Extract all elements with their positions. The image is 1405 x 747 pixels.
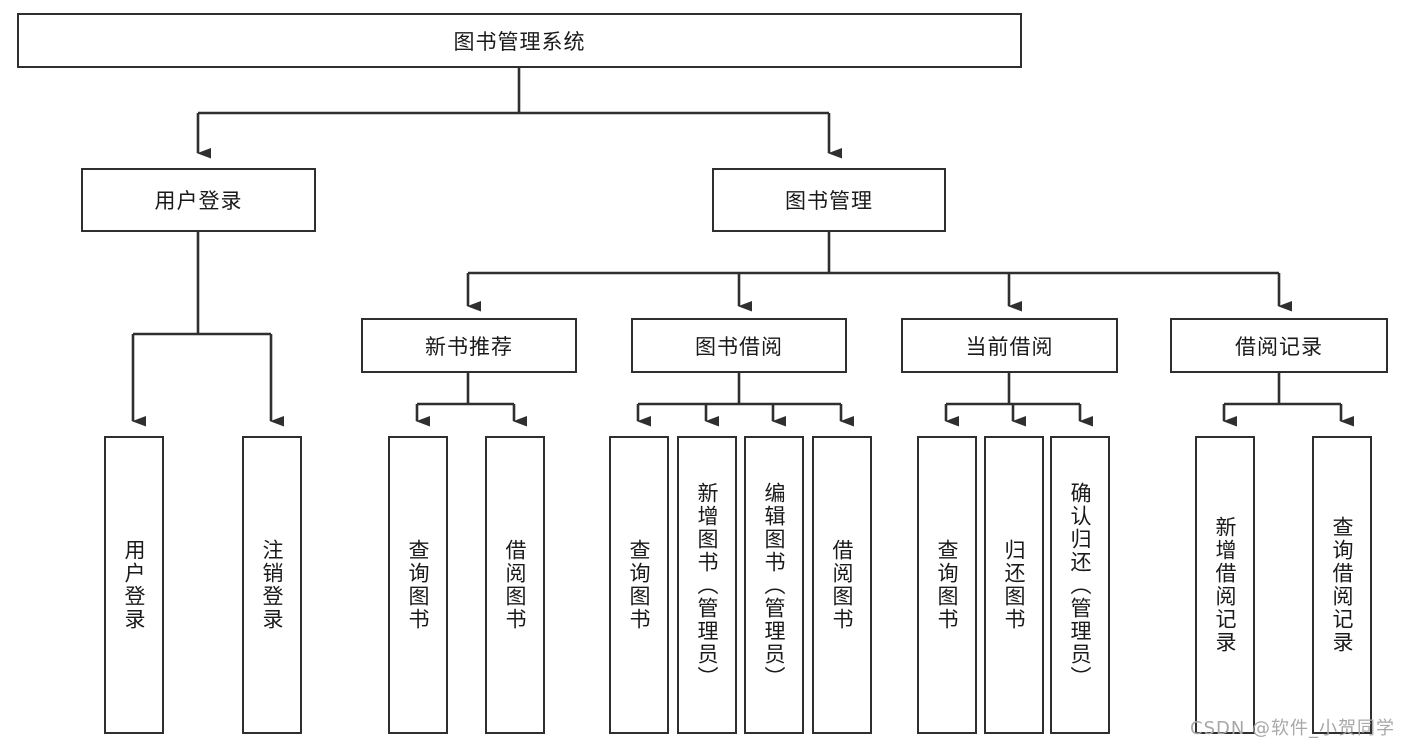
node-book-management-label: 图书管理: [785, 189, 873, 213]
leaf-borrow-lend-book[interactable]: 借阅图书: [812, 436, 872, 734]
csdn-watermark: CSDN @软件_小贺同学: [1190, 718, 1396, 739]
leaf-current-query-book[interactable]: 查询图书: [917, 436, 977, 734]
node-book-management[interactable]: 图书管理: [712, 168, 946, 232]
leaf-records-add-record[interactable]: 新增借阅记录: [1195, 436, 1255, 734]
leaf-user-logout-label: 注销登录: [260, 539, 285, 631]
leaf-current-confirm-return[interactable]: 确认归还（管理员）: [1050, 436, 1110, 734]
leaf-user-login[interactable]: 用户登录: [104, 436, 164, 734]
leaf-newbook-borrow-book-label: 借阅图书: [503, 539, 528, 631]
node-user-login[interactable]: 用户登录: [81, 168, 316, 232]
leaf-user-logout[interactable]: 注销登录: [242, 436, 302, 734]
leaf-current-query-book-label: 查询图书: [935, 539, 960, 631]
leaf-records-query-record[interactable]: 查询借阅记录: [1312, 436, 1372, 734]
leaf-borrow-edit-book-label: 编辑图书（管理员）: [762, 481, 787, 689]
leaf-user-login-label: 用户登录: [122, 539, 147, 631]
node-current-borrow[interactable]: 当前借阅: [901, 318, 1118, 373]
leaf-records-query-record-label: 查询借阅记录: [1330, 516, 1355, 654]
node-book-borrow-label: 图书借阅: [695, 334, 783, 359]
leaf-borrow-add-book-label: 新增图书（管理员）: [695, 481, 720, 689]
leaf-newbook-query-book[interactable]: 查询图书: [388, 436, 448, 734]
node-new-book-recommend-label: 新书推荐: [425, 334, 513, 359]
leaf-borrow-query-book[interactable]: 查询图书: [609, 436, 669, 734]
node-user-login-label: 用户登录: [154, 189, 243, 213]
node-book-borrow[interactable]: 图书借阅: [631, 318, 847, 373]
leaf-current-confirm-return-label: 确认归还（管理员）: [1068, 481, 1093, 689]
leaf-borrow-add-book[interactable]: 新增图书（管理员）: [677, 436, 737, 734]
node-new-book-recommend[interactable]: 新书推荐: [361, 318, 577, 373]
leaf-borrow-edit-book[interactable]: 编辑图书（管理员）: [744, 436, 804, 734]
leaf-current-return-book[interactable]: 归还图书: [984, 436, 1044, 734]
node-current-borrow-label: 当前借阅: [965, 334, 1054, 359]
leaf-current-return-book-label: 归还图书: [1002, 539, 1027, 631]
node-borrow-records[interactable]: 借阅记录: [1170, 318, 1388, 373]
leaf-records-add-record-label: 新增借阅记录: [1213, 516, 1238, 654]
node-root-label: 图书管理系统: [453, 29, 586, 54]
leaf-borrow-lend-book-label: 借阅图书: [830, 539, 855, 631]
node-root[interactable]: 图书管理系统: [17, 13, 1022, 68]
leaf-borrow-query-book-label: 查询图书: [627, 539, 652, 631]
leaf-newbook-query-book-label: 查询图书: [406, 539, 431, 631]
leaf-newbook-borrow-book[interactable]: 借阅图书: [485, 436, 545, 734]
node-borrow-records-label: 借阅记录: [1235, 334, 1323, 359]
